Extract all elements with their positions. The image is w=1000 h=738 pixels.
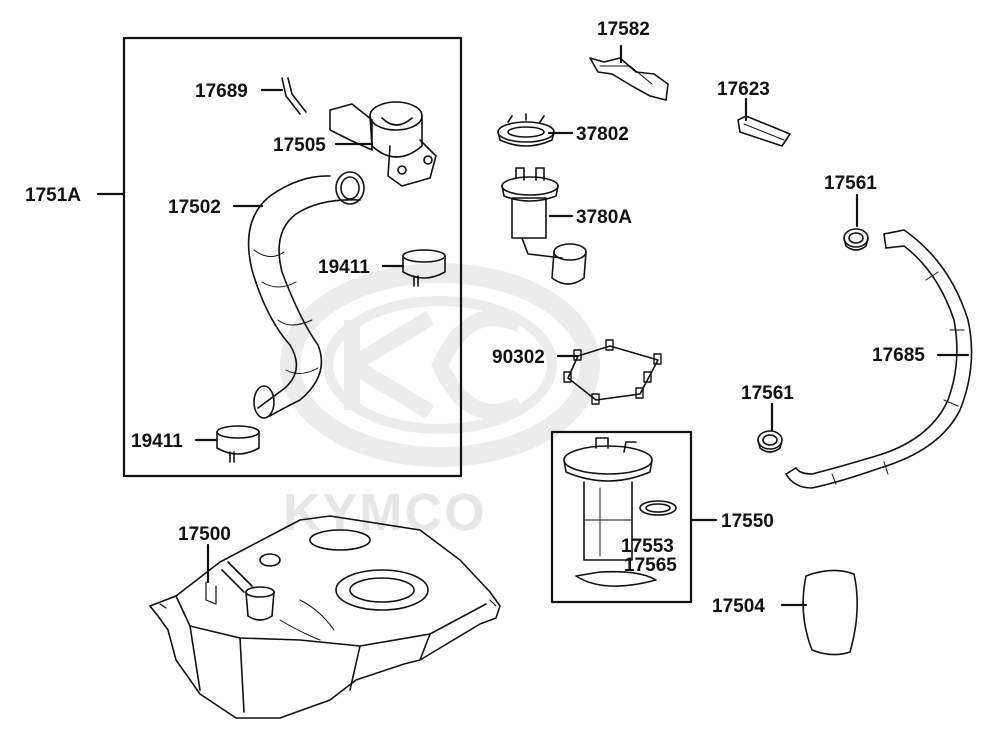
part-number-19411-top: 19411 [318, 257, 370, 278]
part-number-17561-bottom: 17561 [741, 383, 794, 404]
part-17561-clamp-bottom [757, 430, 783, 453]
leader-lines [96, 44, 970, 607]
watermark-brand-text: KYMCO [283, 484, 487, 542]
part-17502-hose [247, 171, 365, 419]
part-number-90302: 90302 [492, 347, 545, 368]
part-number-1751a: 1751A [25, 185, 81, 206]
part-number-17500: 17500 [178, 524, 231, 545]
part-3780a-pump [501, 167, 587, 285]
part-number-17550: 17550 [721, 511, 774, 532]
part-17561-clamp-top [843, 228, 869, 251]
assembly-box-1751a [122, 36, 463, 478]
part-17550-pump-assembly [563, 437, 677, 587]
part-number-17565: 17565 [624, 555, 677, 576]
part-90302-bolt-ring [563, 339, 662, 405]
part-number-17623: 17623 [717, 79, 770, 100]
part-17685-hose [785, 229, 973, 489]
part-17623-filter [737, 115, 791, 147]
part-number-17502: 17502 [168, 197, 221, 218]
part-17504-pad [802, 569, 858, 656]
part-number-19411-bottom: 19411 [131, 431, 183, 452]
part-17582-bracket [589, 57, 669, 101]
part-number-3780a: 3780A [576, 207, 632, 228]
part-17689-pipe [281, 77, 307, 115]
part-number-37802: 37802 [576, 124, 629, 145]
part-number-17553: 17553 [621, 536, 674, 557]
part-number-17505: 17505 [273, 135, 326, 156]
part-number-17685: 17685 [872, 345, 925, 366]
part-19411-clamp-bottom [216, 425, 260, 463]
part-number-17582: 17582 [597, 19, 650, 40]
part-number-17561-top: 17561 [824, 173, 877, 194]
part-17505-filler-neck [329, 101, 437, 187]
part-19411-clamp-top [402, 249, 446, 287]
assembly-box-17550 [550, 430, 693, 604]
part-number-17689: 17689 [195, 81, 248, 102]
part-number-17504: 17504 [712, 596, 765, 617]
part-37802-ring [497, 113, 555, 147]
part-17500-fuel-tank [149, 515, 501, 719]
